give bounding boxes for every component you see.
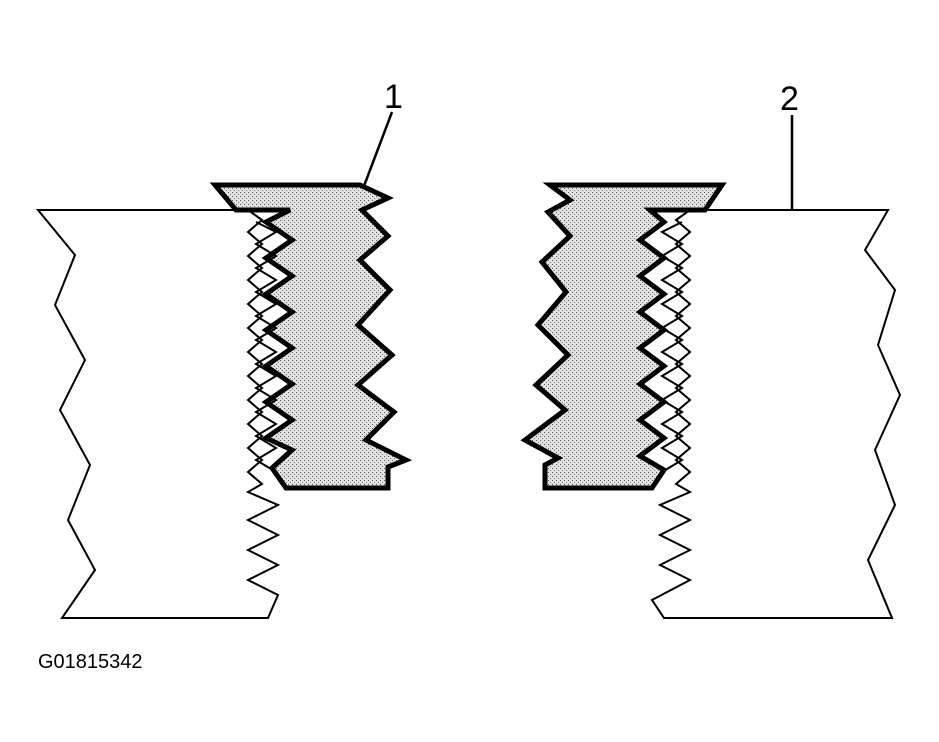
right-thread-inner-line xyxy=(659,221,684,473)
left-thread-inner-line xyxy=(254,221,279,473)
left-thread-insert xyxy=(209,182,413,491)
callout-1-label: 1 xyxy=(384,78,403,116)
left-base-material xyxy=(35,209,281,619)
right-thread-insert xyxy=(520,182,727,491)
callout-1-leader xyxy=(362,111,394,187)
figure-id: G01815342 xyxy=(38,651,143,673)
right-base-material xyxy=(650,209,902,619)
callout-2-label: 2 xyxy=(780,80,799,118)
